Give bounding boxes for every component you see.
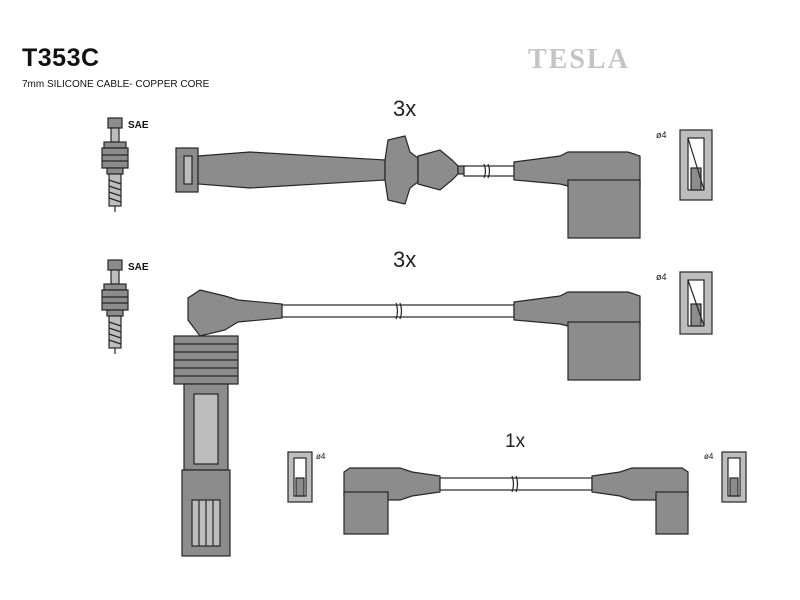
- lead-2-angled-boot: [513, 291, 641, 381]
- lead-1-quantity: 3x: [393, 96, 417, 121]
- lead-2-terminal-label: ø4: [656, 272, 667, 282]
- lead-1-angled-boot: [513, 151, 641, 239]
- lead-2-coil-boot: [173, 289, 283, 557]
- lead-2-terminal-icon: [679, 271, 713, 335]
- lead-1-straight-boot: [175, 135, 465, 205]
- lead-2-spark-plug-label: SAE: [128, 262, 149, 273]
- spark-plug-icon: [101, 117, 129, 212]
- lead-3-right-angled-boot: [591, 467, 689, 535]
- lead-3-right-terminal-icon: [721, 451, 747, 503]
- lead-3-cable: [439, 475, 593, 493]
- lead-1-cable: [463, 163, 515, 179]
- spark-plug-icon: [101, 259, 129, 354]
- lead-2-quantity: 3x: [393, 247, 417, 272]
- lead-3-left-angled-boot: [343, 467, 441, 535]
- lead-3-quantity: 1x: [505, 431, 526, 452]
- lead-3-terminal-label-right: ø4: [704, 452, 714, 461]
- lead-1-spark-plug-label: SAE: [128, 120, 149, 131]
- lead-3-left-terminal-icon: [287, 451, 313, 503]
- lead-1-terminal-label: ø4: [656, 130, 667, 140]
- lead-1-terminal-icon: [679, 129, 713, 201]
- lead-3-terminal-label-left: ø4: [316, 452, 326, 461]
- part-number: T353C: [22, 44, 100, 72]
- lead-2-cable: [281, 302, 515, 320]
- cable-spec: 7mm SILICONE CABLE- COPPER CORE: [22, 79, 210, 90]
- brand-logo: TESLA: [528, 44, 630, 75]
